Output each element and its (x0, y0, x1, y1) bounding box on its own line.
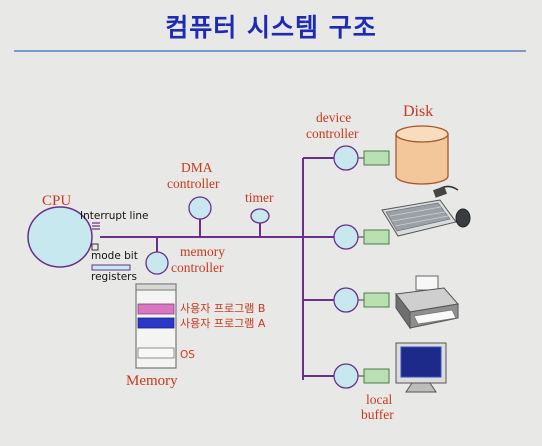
memory-label: Memory (126, 373, 178, 389)
interrupt-line-label: Interrupt line (80, 210, 149, 222)
local-buffer-printer (363, 292, 390, 308)
device-controller-disk (333, 145, 359, 171)
timer-node (250, 208, 270, 224)
memory-controller-label-line1: memory (180, 244, 225, 259)
program-b-label: 사용자 프로그램 B (180, 302, 266, 315)
disk-icon (395, 125, 449, 185)
local-buffer-label-line1: local (366, 392, 393, 407)
local-buffer-monitor (363, 368, 390, 384)
page-title: 컴퓨터 시스템 구조 (165, 13, 377, 42)
monitor-icon (395, 342, 447, 393)
dma-label-line1: DMA (181, 160, 213, 175)
memory-controller-label-line2: controller (171, 260, 224, 275)
device-connectors (358, 157, 364, 377)
timer-label: timer (245, 190, 274, 205)
registers-bar (91, 264, 131, 271)
program-b-segment (137, 303, 175, 315)
title-underline (14, 50, 526, 52)
device-controller-keyboard (333, 224, 359, 250)
local-buffer-keyboard (363, 229, 390, 245)
local-buffer-label-line2: buffer (361, 407, 394, 422)
os-segment (137, 347, 175, 359)
program-a-segment (137, 317, 175, 329)
program-a-label: 사용자 프로그램 A (180, 317, 266, 330)
device-controller-label-line1: device (316, 110, 352, 125)
device-controller-label-line2: controller (306, 126, 359, 141)
memory-controller-node (145, 251, 169, 275)
printer-icon (395, 275, 459, 330)
device-controller-monitor (333, 363, 359, 389)
os-label: OS (180, 349, 195, 361)
dma-controller-node (188, 196, 212, 220)
memory-block (135, 283, 177, 369)
interrupt-lines (92, 222, 100, 230)
cpu-node (27, 206, 93, 268)
cpu-label: CPU (42, 193, 72, 209)
device-controller-printer (333, 287, 359, 313)
mode-bit-label: mode bit (91, 250, 138, 262)
local-buffer-disk (363, 150, 390, 166)
system-bus (100, 157, 336, 380)
dma-label-line2: controller (167, 176, 220, 191)
registers-label: registers (91, 271, 137, 283)
keyboard-mouse-icon (381, 185, 471, 237)
disk-label: Disk (403, 103, 434, 120)
mode-bit-box (91, 243, 99, 251)
